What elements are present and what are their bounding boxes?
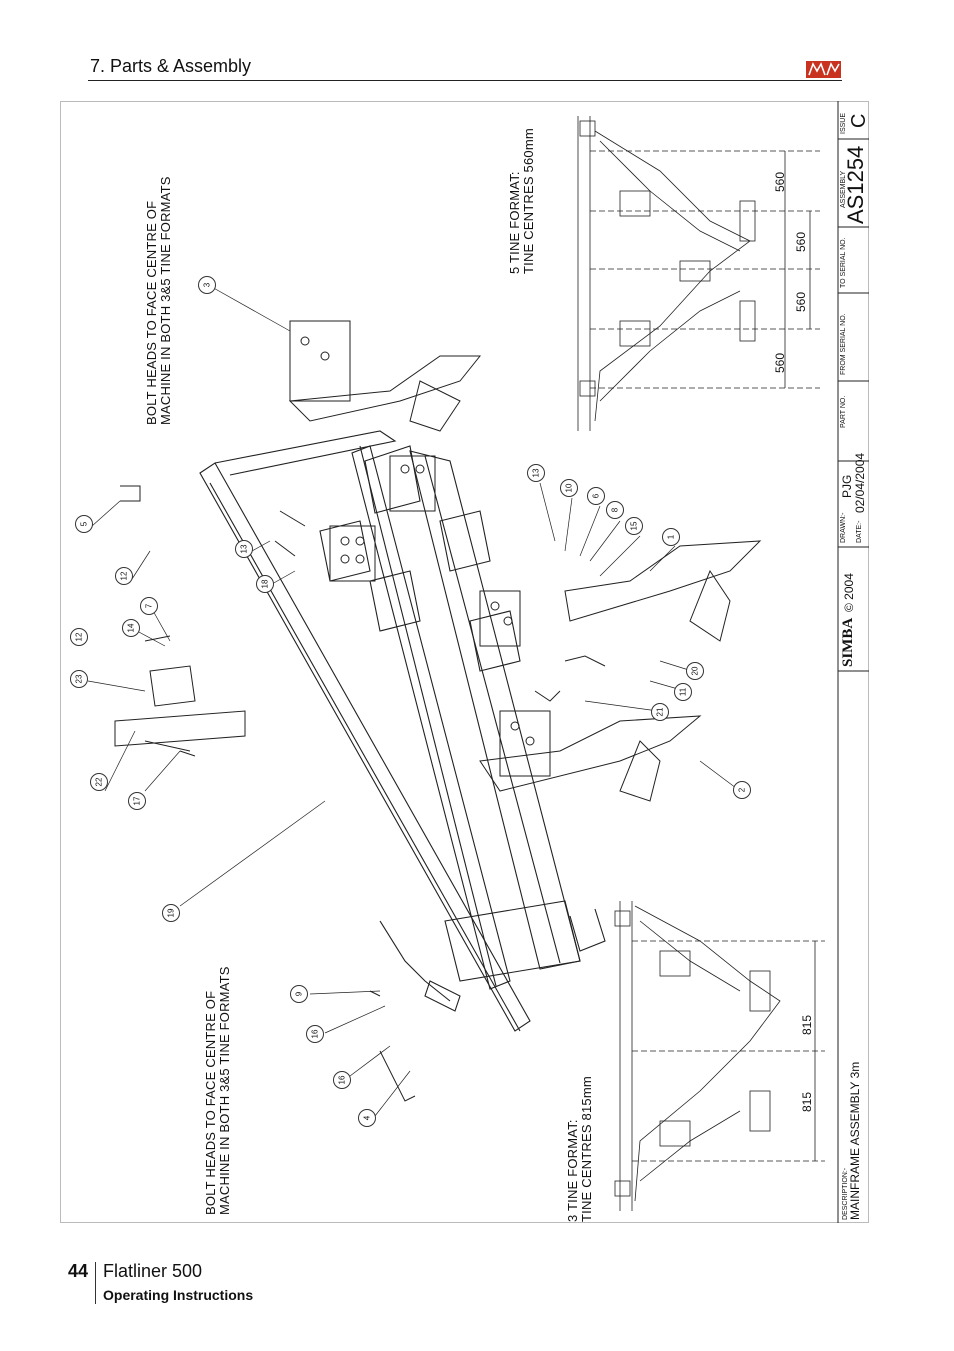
from-serial-label: FROM SERIAL NO. (840, 313, 847, 375)
simba-logo-icon (806, 61, 841, 78)
drawn-label: DRAWN:- (840, 512, 847, 543)
description-value: MAINFRAME ASSEMBLY 3m (848, 1061, 862, 1220)
callout-bubble: 15 (625, 517, 643, 535)
note-line: TINE CENTRES 815mm (579, 1076, 594, 1222)
note-bolt-heads-top: BOLT HEADS TO FACE CENTRE OF MACHINE IN … (144, 176, 173, 425)
callout-bubble: 7 (140, 597, 158, 615)
tine-shanks (288, 355, 762, 802)
loose-parts (114, 485, 606, 1102)
mainframe-drawing (87, 101, 869, 1223)
callout-bubble: 21 (651, 703, 669, 721)
section-title: 7. Parts & Assembly (90, 56, 252, 76)
callout-bubble: 16 (333, 1071, 351, 1089)
callout-bubble: 3 (198, 276, 216, 294)
callout-bubble: 23 (70, 670, 88, 688)
callout-bubble: 5 (75, 515, 93, 533)
note-line: BOLT HEADS TO FACE CENTRE OF (144, 200, 159, 425)
note-line: TINE CENTRES 560mm (521, 128, 536, 274)
note-line: BOLT HEADS TO FACE CENTRE OF (203, 990, 218, 1215)
assembly-number: AS1254 (843, 145, 868, 224)
page-number: 44 (68, 1261, 89, 1281)
callout-bubble: 16 (306, 1025, 324, 1043)
callout-bubble: 1 (662, 528, 680, 546)
note-line: MACHINE IN BOTH 3&5 TINE FORMATS (158, 176, 173, 425)
dimension-label: 560 (794, 291, 808, 312)
issue-label: ISSUE (840, 112, 847, 134)
callout-bubble: 19 (162, 904, 180, 922)
header-rule (88, 80, 842, 81)
dimension-label: 815 (800, 1014, 814, 1035)
callout-bubble: 8 (606, 501, 624, 519)
note-five-tine: 5 TINE FORMAT: TINE CENTRES 560mm (507, 128, 536, 274)
callout-bubble: 22 (90, 773, 108, 791)
to-serial-label: TO SERIAL NO. (840, 237, 847, 288)
callout-bubble: 17 (128, 792, 146, 810)
callout-bubble: 9 (290, 985, 308, 1003)
date-value: 02/04/2004 (853, 452, 867, 513)
product-name: Flatliner 500 (103, 1261, 203, 1281)
issue-value: C (848, 113, 870, 128)
date-label: DATE:- (856, 520, 863, 543)
manual-subtitle: Operating Instructions (103, 1287, 254, 1303)
main-frame (199, 430, 606, 1032)
callout-bubble: 12 (115, 567, 133, 585)
five-tine-plan-view (577, 116, 820, 431)
callout-bubble: 2 (733, 781, 751, 799)
note-bolt-heads-bottom: BOLT HEADS TO FACE CENTRE OF MACHINE IN … (203, 966, 232, 1215)
callout-bubble: 13 (235, 540, 253, 558)
dimension-label: 560 (773, 171, 787, 192)
callout-bubble: 18 (256, 575, 274, 593)
callout-bubble: 20 (686, 662, 704, 680)
note-three-tine: 3 TINE FORMAT: TINE CENTRES 815mm (565, 1076, 594, 1222)
drawn-by: PJG (840, 474, 854, 498)
callout-bubble: 4 (358, 1109, 376, 1127)
dimension-label: 560 (773, 352, 787, 373)
callout-bubble: 12 (70, 628, 88, 646)
title-block-grid (837, 101, 869, 1223)
leader-lines (87, 285, 741, 1117)
three-tine-plan-view (614, 901, 825, 1211)
simba-brand: SIMBA (840, 617, 856, 667)
note-line: 3 TINE FORMAT: (565, 1119, 580, 1222)
footer-divider (95, 1262, 96, 1304)
tine-clamps (289, 320, 551, 777)
callout-bubble: 11 (674, 683, 692, 701)
callout-bubble: 14 (122, 619, 140, 637)
note-line: 5 TINE FORMAT: (507, 171, 522, 274)
callout-bubble: 13 (527, 464, 545, 482)
dimension-label: 560 (794, 231, 808, 252)
part-no-label: PART NO. (840, 395, 847, 428)
callout-bubble: 6 (587, 487, 605, 505)
drawing-frame (60, 101, 869, 1223)
dimension-label: 815 (800, 1091, 814, 1112)
callout-bubble: 10 (560, 479, 578, 497)
copyright: © 2004 (842, 573, 856, 612)
note-line: MACHINE IN BOTH 3&5 TINE FORMATS (217, 966, 232, 1215)
